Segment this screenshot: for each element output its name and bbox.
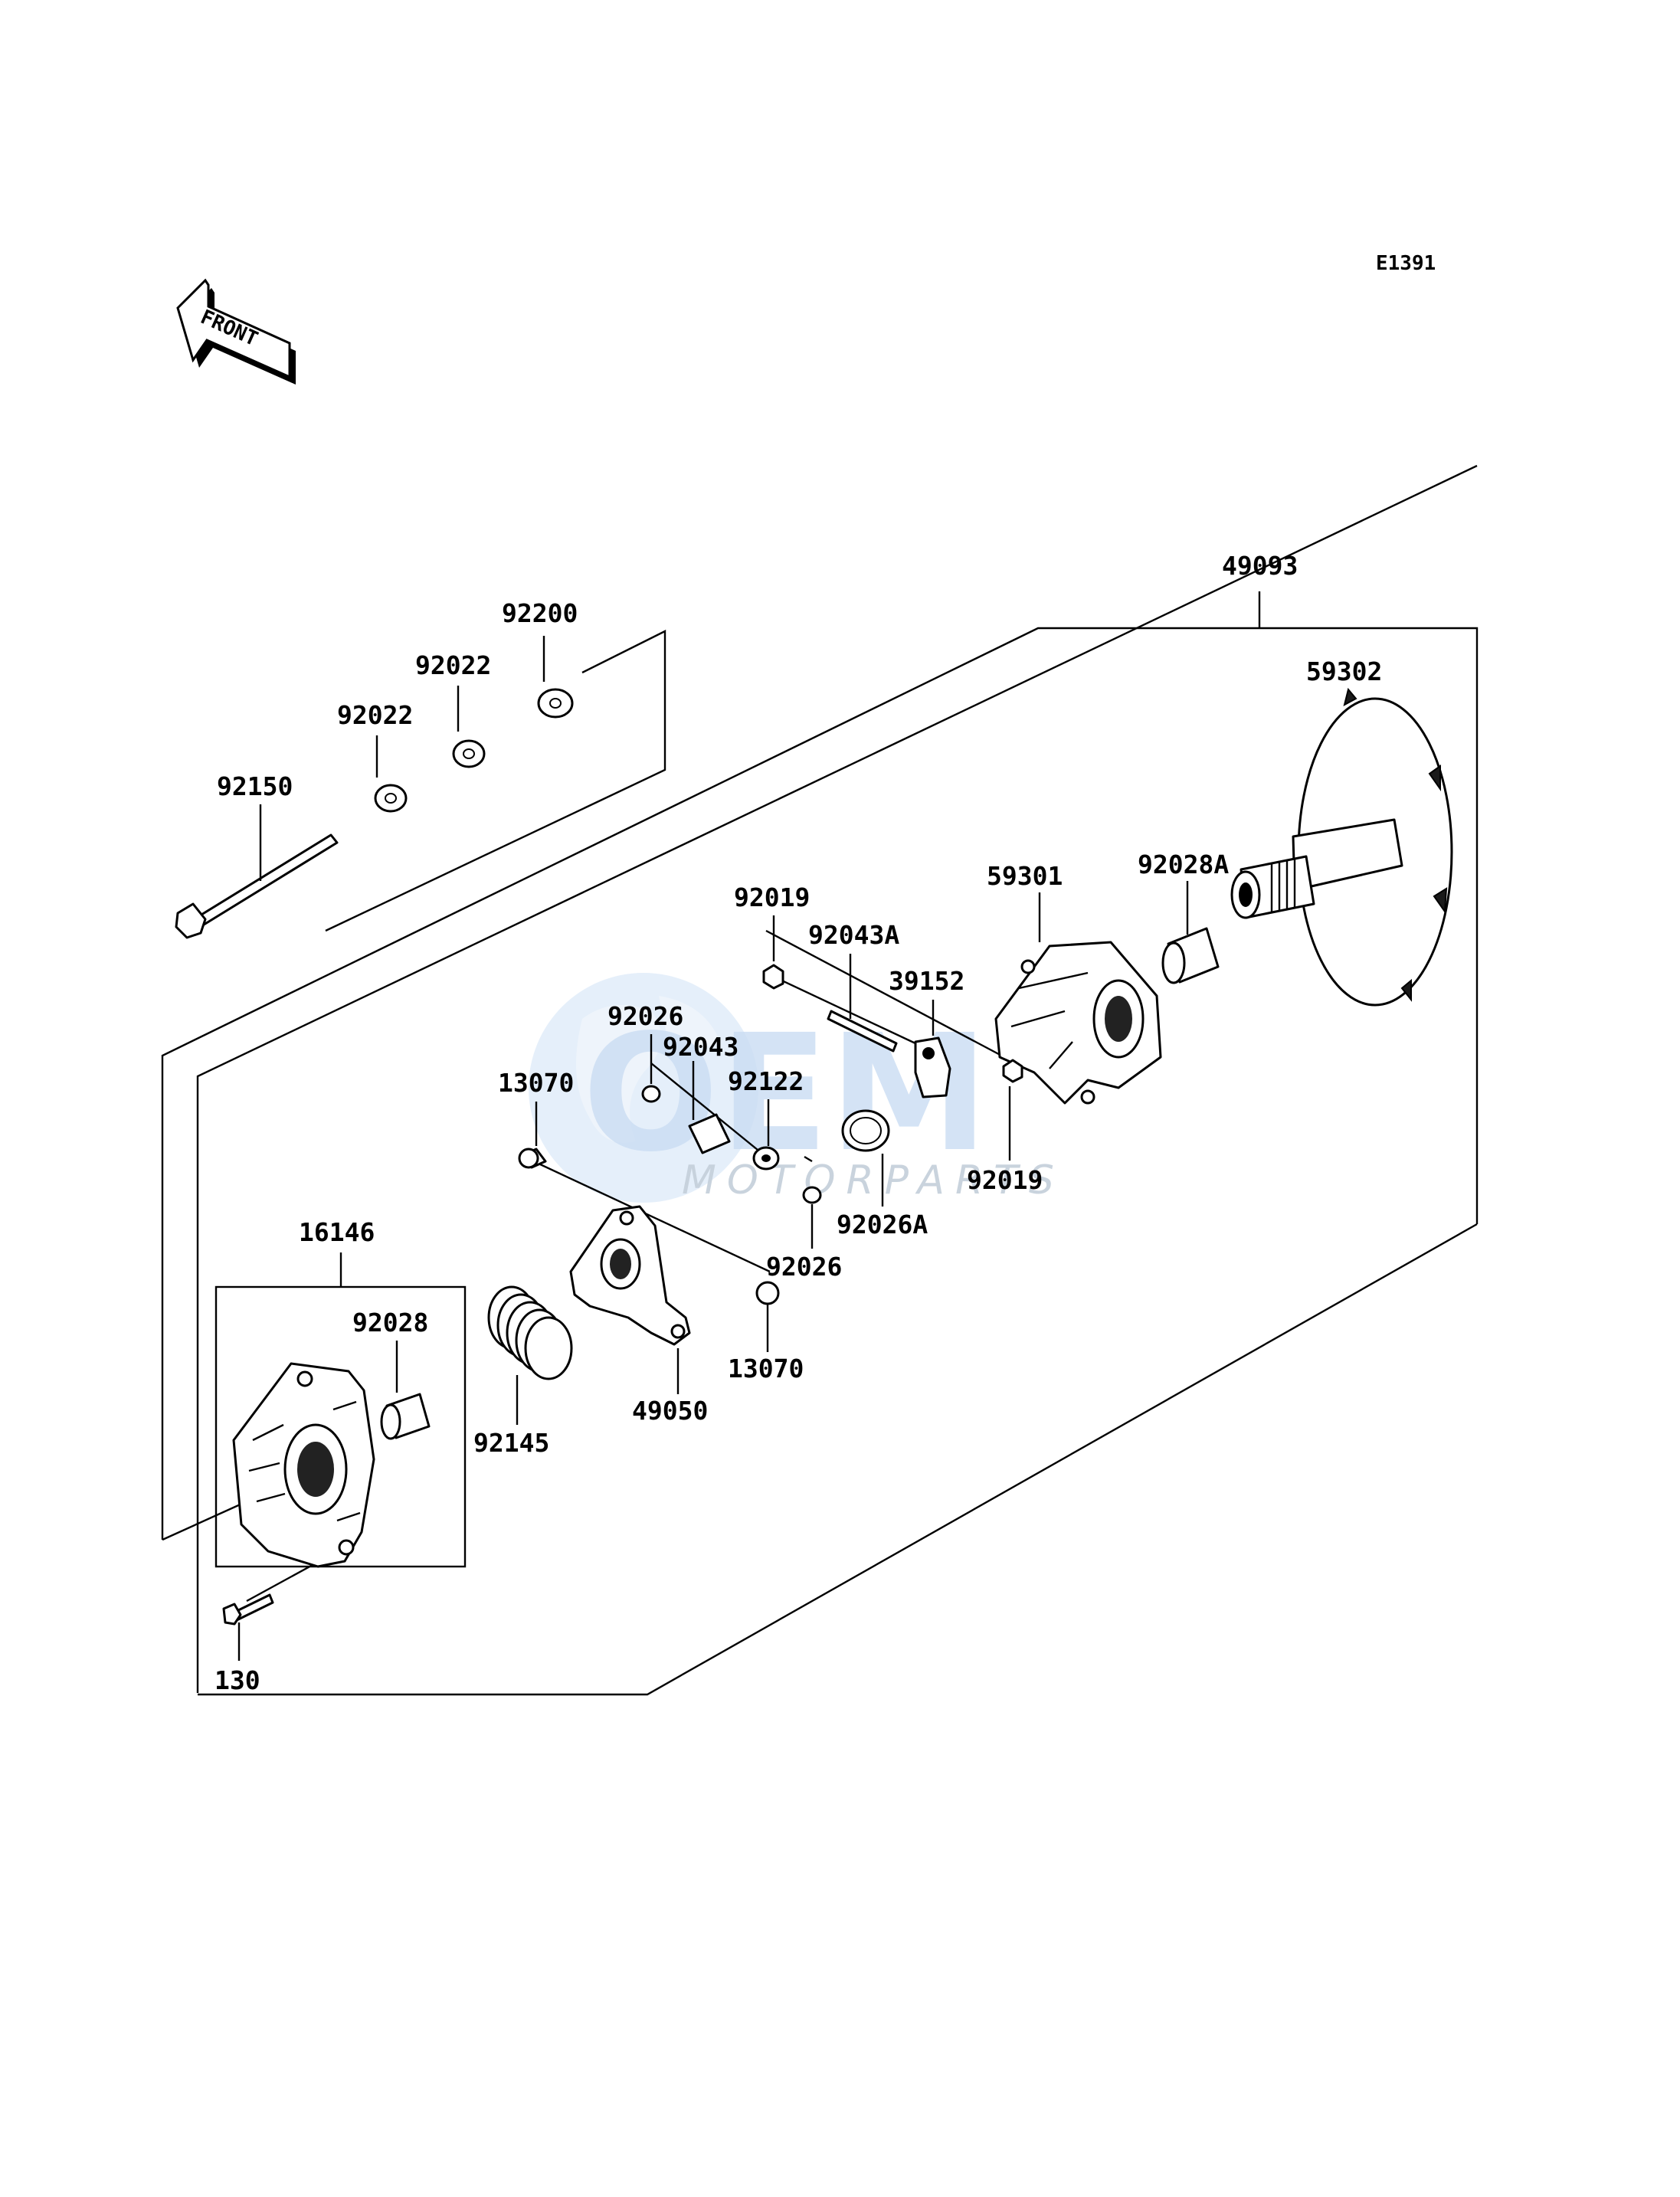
watermark-subtitle: MOTORPARTS xyxy=(682,1157,1065,1203)
spacer-92122 xyxy=(752,1099,780,1171)
movable-sheave-59301 xyxy=(994,892,1162,1105)
nut-92019-upper xyxy=(762,915,784,990)
label-92043[interactable]: 92043 xyxy=(663,1032,738,1062)
label-92150[interactable]: 92150 xyxy=(217,771,293,801)
nut-92019-lower xyxy=(1002,1059,1023,1161)
label-92043A[interactable]: 92043A xyxy=(808,920,899,950)
oem-motorparts-watermark: OEM MOTORPARTS xyxy=(529,973,1065,1203)
label-16146[interactable]: 16146 xyxy=(299,1217,375,1247)
label-59301[interactable]: 59301 xyxy=(987,861,1063,891)
washer-92026-upper xyxy=(641,1034,661,1103)
roller-13070-upper xyxy=(518,1102,547,1169)
label-92145[interactable]: 92145 xyxy=(473,1428,549,1458)
label-92022-lower[interactable]: 92022 xyxy=(337,700,413,730)
weight-39152 xyxy=(914,1000,951,1098)
spring-92145 xyxy=(487,1285,573,1425)
label-49050[interactable]: 49050 xyxy=(632,1396,708,1426)
washer-92200 xyxy=(537,636,574,719)
pin-92043 xyxy=(688,1061,731,1154)
label-92026-upper[interactable]: 92026 xyxy=(607,1001,683,1031)
roller-13070-lower xyxy=(755,1281,780,1352)
washer-92022-upper xyxy=(452,686,486,768)
label-59302[interactable]: 59302 xyxy=(1306,656,1382,686)
label-13070-lower[interactable]: 13070 xyxy=(728,1354,804,1383)
label-92026A[interactable]: 92026A xyxy=(837,1210,928,1239)
spider-49050 xyxy=(569,1205,691,1394)
assembly-box-16146 xyxy=(215,1252,467,1568)
bushing-92028A xyxy=(1161,881,1220,984)
washer-92022-lower xyxy=(374,735,408,813)
label-92028A[interactable]: 92028A xyxy=(1138,850,1229,879)
label-92028[interactable]: 92028 xyxy=(352,1308,428,1338)
label-13070-upper[interactable]: 13070 xyxy=(498,1068,574,1098)
bolt-92150 xyxy=(175,804,339,939)
label-130[interactable]: 130 xyxy=(215,1665,260,1695)
cover-16146 xyxy=(232,1362,375,1568)
label-92122[interactable]: 92122 xyxy=(728,1066,804,1096)
label-49093[interactable]: 49093 xyxy=(1222,551,1298,581)
part-number-labels: 49093 59302 92028A 59301 92200 92022 920… xyxy=(215,551,1382,1695)
label-92022-upper[interactable]: 92022 xyxy=(415,650,491,680)
label-92019-upper[interactable]: 92019 xyxy=(734,882,810,912)
sheave-59302 xyxy=(1230,687,1453,1007)
label-92200[interactable]: 92200 xyxy=(502,598,578,628)
label-92026-lower[interactable]: 92026 xyxy=(766,1252,842,1282)
hardware-group-outline xyxy=(325,630,666,932)
washer-92026-lower xyxy=(802,1186,822,1249)
bushing-92028 xyxy=(380,1341,431,1440)
diagram-code: E1391 xyxy=(1376,252,1436,275)
label-39152[interactable]: 39152 xyxy=(889,966,964,996)
pin-92043A xyxy=(827,954,898,1053)
front-direction-arrow: FRONT xyxy=(176,278,296,385)
assembly-outline-49093 xyxy=(161,464,1479,1696)
washer-92026A xyxy=(841,1109,890,1207)
bolt-130 xyxy=(222,1593,274,1661)
label-92019-lower[interactable]: 92019 xyxy=(967,1165,1043,1195)
